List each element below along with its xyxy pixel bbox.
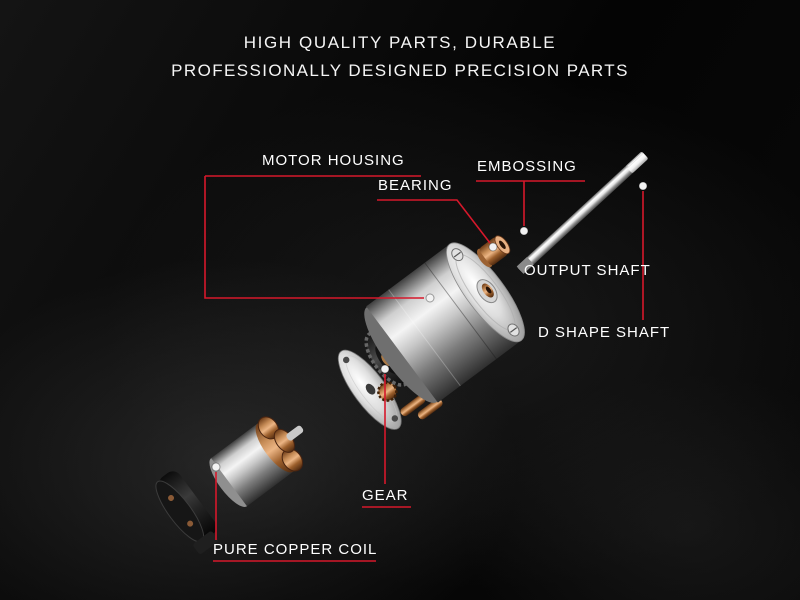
label-output-shaft: OUTPUT SHAFT (524, 262, 651, 279)
label-d-shape-shaft: D SHAPE SHAFT (538, 324, 671, 341)
dot-bearing (488, 242, 498, 252)
title-line-2: PROFESSIONALLY DESIGNED PRECISION PARTS (171, 61, 629, 80)
label-bearing: BEARING (378, 177, 453, 194)
label-gear: GEAR (362, 487, 409, 504)
leader-motor-housing (204, 175, 424, 299)
leader-gear (362, 374, 411, 508)
dot-motor-housing (425, 293, 435, 303)
rotor-coil-part (209, 416, 304, 507)
title-line-1: HIGH QUALITY PARTS, DURABLE (243, 33, 557, 52)
leader-embossing (476, 180, 585, 226)
label-embossing: EMBOSSING (477, 158, 577, 175)
leader-lines (204, 175, 644, 562)
label-pure-copper-coil: PURE COPPER COIL (213, 541, 378, 558)
diagram-title: HIGH QUALITY PARTS, DURABLE PROFESSIONAL… (0, 33, 800, 81)
dot-gear (380, 364, 390, 374)
label-motor-housing: MOTOR HOUSING (262, 152, 405, 169)
dot-embossing (519, 226, 529, 236)
leader-bearing (377, 199, 491, 244)
leader-dots (211, 181, 648, 472)
end-cap-part (155, 471, 218, 554)
bushing-pins-part (400, 395, 443, 420)
motor-housing-part (364, 242, 525, 403)
dot-pure-copper-coil (211, 462, 221, 472)
dot-d-shape-shaft (638, 181, 648, 191)
leader-pure-copper-coil (213, 472, 376, 562)
motor-assembly (155, 152, 648, 554)
bearing-part (477, 235, 511, 268)
output-shaft-part (516, 152, 648, 274)
